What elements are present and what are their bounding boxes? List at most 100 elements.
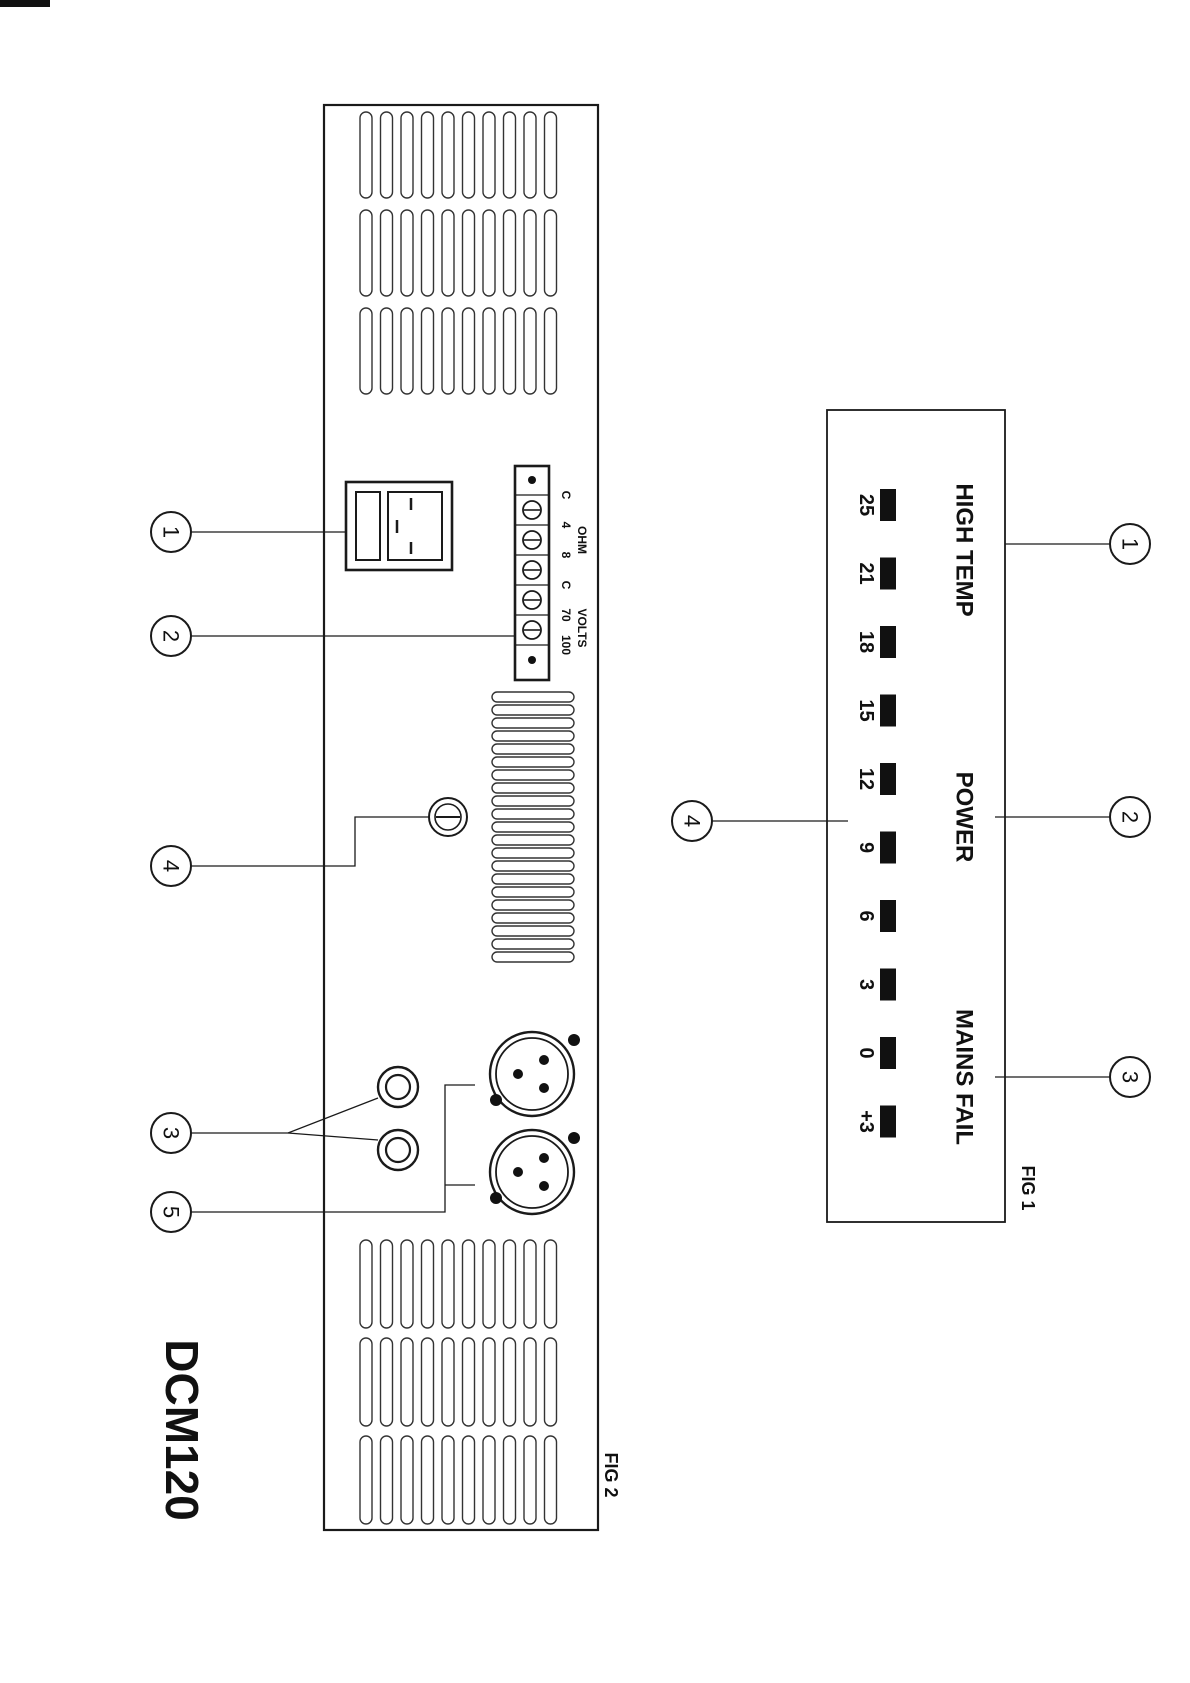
vent-slot	[545, 1436, 557, 1524]
vent-slot	[401, 1338, 413, 1426]
terminal-labels: C48C70100	[559, 491, 573, 656]
svg-text:2: 2	[1118, 811, 1143, 823]
vent-slot	[422, 1436, 434, 1524]
heatsink-slot	[492, 835, 574, 845]
heatsink-slot	[492, 783, 574, 793]
vent-slot	[504, 210, 516, 296]
power-label: POWER	[951, 772, 978, 863]
xlr-socket-2	[490, 1130, 580, 1214]
callout-badge: 1	[1110, 524, 1150, 564]
heatsink-slot	[492, 926, 574, 936]
speaker-terminal-block: OHM VOLTS C48C70100	[515, 466, 589, 680]
heatsink-slot	[492, 744, 574, 754]
fig2-callouts: 1 2 4 3 5	[151, 512, 515, 1232]
vent-slot	[524, 308, 536, 394]
vent-slot	[360, 210, 372, 296]
vent-slot	[422, 308, 434, 394]
mains-fail-label: MAINS FAIL	[951, 1009, 978, 1145]
heatsink-slot	[492, 692, 574, 702]
rca-input-jacks	[378, 1067, 418, 1170]
vent-slot	[504, 308, 516, 394]
xlr-socket-1	[490, 1032, 580, 1116]
callout-badge: 1	[151, 512, 191, 552]
meter-led	[880, 626, 896, 658]
fig2-caption: FIG 2	[601, 1452, 621, 1497]
mains-inlet	[346, 482, 452, 570]
callout-badge: 3	[1110, 1057, 1150, 1097]
vent-slot	[381, 1240, 393, 1328]
fig1-caption: FIG 1	[1018, 1165, 1038, 1210]
vent-slot	[360, 308, 372, 394]
meter-led	[880, 558, 896, 590]
corner-mark	[0, 0, 50, 7]
meter-scale-label: 12	[855, 768, 877, 790]
vent-slot	[504, 112, 516, 198]
meter-scale-label: 6	[855, 910, 877, 921]
svg-text:1: 1	[159, 526, 184, 538]
vent-slot	[545, 112, 557, 198]
heatsink-slot	[492, 796, 574, 806]
vent-slot	[524, 1436, 536, 1524]
vent-slot	[422, 1240, 434, 1328]
vent-slot	[504, 1240, 516, 1328]
terminal-label: 8	[559, 552, 573, 559]
terminal-label: C	[559, 491, 573, 500]
meter-scale-label: 21	[855, 562, 877, 584]
terminal-screws	[515, 476, 549, 664]
vent-slot	[463, 1240, 475, 1328]
vent-slot	[463, 112, 475, 198]
heatsink-slot	[492, 809, 574, 819]
heatsink-slot	[492, 874, 574, 884]
meter-scale-label: 18	[855, 631, 877, 653]
vent-slot	[545, 210, 557, 296]
terminal-label: C	[559, 581, 573, 590]
vent-slot	[545, 1338, 557, 1426]
heatsink-slot	[492, 705, 574, 715]
vent-slot	[442, 1338, 454, 1426]
callout-badge: 2	[151, 616, 191, 656]
heatsink-slot	[492, 913, 574, 923]
vent-slot	[401, 1436, 413, 1524]
terminal-label: 100	[559, 635, 573, 655]
meter-scale-label: 15	[855, 699, 877, 721]
vent-slot	[545, 308, 557, 394]
meter-led	[880, 1106, 896, 1138]
vent-slot	[381, 1338, 393, 1426]
vent-slot	[442, 1436, 454, 1524]
vent-slot	[524, 210, 536, 296]
meter-scale-label: 3	[855, 979, 877, 990]
vent-slot	[483, 1338, 495, 1426]
vent-slot	[545, 1240, 557, 1328]
vent-slot	[504, 1436, 516, 1524]
vent-slot	[442, 112, 454, 198]
svg-text:1: 1	[1118, 538, 1143, 550]
svg-text:5: 5	[159, 1206, 184, 1218]
rca-jack-1	[378, 1067, 418, 1107]
heatsink-slot	[492, 887, 574, 897]
rca-jack-2	[378, 1130, 418, 1170]
vent-slot	[442, 308, 454, 394]
level-meter: 25211815129630+3	[855, 489, 896, 1138]
meter-led	[880, 900, 896, 932]
vent-slot	[401, 210, 413, 296]
svg-text:2: 2	[159, 630, 184, 642]
svg-text:3: 3	[159, 1127, 184, 1139]
vent-slot	[401, 308, 413, 394]
callout-badge: 4	[672, 801, 712, 841]
vent-slot	[442, 210, 454, 296]
vent-slot	[381, 1436, 393, 1524]
vent-slot	[422, 210, 434, 296]
vent-slot	[360, 112, 372, 198]
heatsink-slot	[492, 770, 574, 780]
vent-slot	[381, 210, 393, 296]
meter-scale-label: 9	[855, 842, 877, 853]
callout-badge: 5	[151, 1192, 191, 1232]
vent-slot	[422, 1338, 434, 1426]
meter-scale-label: +3	[855, 1110, 877, 1133]
meter-led	[880, 969, 896, 1001]
vent-slot	[401, 1240, 413, 1328]
terminal-label: 70	[559, 608, 573, 622]
